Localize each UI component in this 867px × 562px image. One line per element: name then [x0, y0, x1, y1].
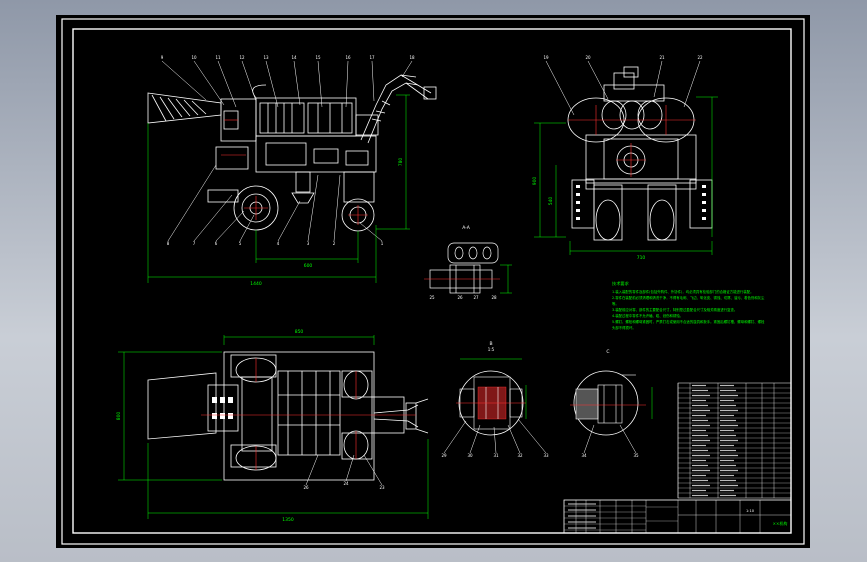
- title-block: ××机构 1:10: [563, 499, 792, 534]
- part-balloon: 34: [581, 453, 587, 458]
- top-view-balloons: 26 24 23: [303, 481, 385, 490]
- part-balloon: 24: [343, 481, 349, 486]
- front-view-centerlines: [568, 105, 696, 177]
- part-balloon: 3: [307, 241, 310, 246]
- side-view-balloons-top: 9 10 11 12 13 14 15 16 17 18: [161, 55, 415, 60]
- notes-title: 技术要求: [612, 280, 630, 287]
- part-balloon: 33: [543, 453, 549, 458]
- part-balloon: 16: [345, 55, 351, 60]
- detail-b-leaders: [443, 418, 547, 454]
- title-block-name: ××机构: [773, 520, 788, 526]
- part-balloon: 5: [239, 241, 242, 246]
- part-balloon: 32: [517, 453, 523, 458]
- note-line: 5.螺钉、螺栓和螺母紧固时，严禁打击或使用不合适的旋具和扳手。紧固后螺钉槽、螺母…: [612, 319, 765, 324]
- part-balloon: 26: [457, 295, 463, 300]
- part-balloon: 18: [409, 55, 415, 60]
- part-balloon: 22: [697, 55, 703, 60]
- dim-side-wheelbase: 600: [304, 263, 313, 269]
- top-view-leaders: [305, 454, 383, 486]
- inner-frame: [72, 28, 792, 534]
- top-view-dim-text: 850 800 1350: [116, 329, 303, 523]
- title-block-scale: 1:10: [746, 509, 755, 513]
- technical-notes: 技术要求 1.装入装配的零件及部件(包括外购件、外协件)，均必须具有检验部门的合格…: [612, 280, 765, 330]
- note-line: 2.零件在装配前必须清理和清洗干净，不得有毛刺、飞边、氧化皮、锈蚀、切屑、油污、…: [612, 295, 765, 300]
- note-line: 等。: [612, 301, 619, 306]
- part-balloon: 27: [473, 295, 479, 300]
- part-balloon: 12: [239, 55, 245, 60]
- part-balloon: 6: [215, 241, 218, 246]
- note-line: 4.装配过程中零件不允许磕、碰、划伤和锈蚀。: [612, 313, 683, 318]
- side-view-dimensions: [147, 94, 410, 283]
- dim-top-length: 1350: [282, 517, 294, 523]
- part-balloon: 30: [467, 453, 473, 458]
- part-balloon: 8: [167, 241, 170, 246]
- part-balloon: 4: [277, 241, 280, 246]
- dim-top-top: 850: [295, 329, 304, 335]
- parts-list-table: [677, 382, 792, 499]
- part-balloon: 1: [381, 241, 384, 246]
- part-balloon: 7: [193, 241, 196, 246]
- note-line: 头部不得损坏。: [612, 325, 636, 330]
- dim-side-height: 780: [398, 158, 404, 167]
- part-balloon: 23: [379, 485, 385, 490]
- top-view-centerlines: [201, 358, 416, 470]
- part-balloon: 15: [315, 55, 321, 60]
- dim-front-height: 900: [532, 177, 538, 186]
- part-balloon: 9: [161, 55, 164, 60]
- side-view-balloons-bottom: 8 7 6 5 4 3 2 1: [167, 241, 384, 246]
- part-balloon: 20: [585, 55, 591, 60]
- detail-b-scale: 1:5: [488, 347, 495, 352]
- front-view-track-teeth: [576, 185, 706, 220]
- note-line: 1.装入装配的零件及部件(包括外购件、外协件)，均必须具有检验部门的合格证方能进…: [612, 289, 754, 294]
- note-line: 3.装配前应对零、部件的主要配合尺寸，特别是过盈配合尺寸及相关精度进行复查。: [612, 307, 737, 312]
- outer-frame: [61, 18, 805, 545]
- top-view-teeth: [212, 397, 233, 419]
- top-view: [147, 351, 429, 481]
- front-view-leaders: [545, 60, 701, 116]
- front-view-dim-text: 900 540 710: [532, 177, 645, 261]
- front-view-balloons: 19 20 21 22: [543, 55, 703, 60]
- detail-b-balloons: 29 30 31 32 33: [441, 453, 549, 458]
- part-balloon: 29: [441, 453, 447, 458]
- dim-front-width: 710: [637, 255, 646, 261]
- detail-c-label: C: [606, 349, 609, 355]
- dim-side-length: 1440: [250, 281, 262, 287]
- part-balloon: 35: [633, 453, 639, 458]
- part-balloon: 26: [303, 485, 309, 490]
- part-balloon: 19: [543, 55, 549, 60]
- side-view-leaders: [161, 60, 413, 242]
- part-balloon: 11: [215, 55, 221, 60]
- top-view-dimensions: [118, 335, 429, 519]
- side-view-centerlines: [221, 119, 368, 225]
- part-balloon: 31: [493, 453, 499, 458]
- front-view: [567, 66, 713, 241]
- detail-c-balloons: 34 35: [581, 453, 639, 458]
- detail-b-label: B: [489, 341, 492, 347]
- detail-c: [570, 370, 646, 436]
- part-balloon: 10: [191, 55, 197, 60]
- side-view: [147, 74, 437, 232]
- part-balloon: 2: [333, 241, 336, 246]
- detail-b-dimensions: [460, 358, 527, 419]
- part-balloon: 28: [491, 295, 497, 300]
- part-balloon: 25: [429, 295, 435, 300]
- part-balloon: 17: [369, 55, 375, 60]
- detail-a: [429, 242, 499, 294]
- part-balloon: 14: [291, 55, 297, 60]
- dim-top-width: 800: [116, 412, 122, 421]
- part-balloon: 21: [659, 55, 665, 60]
- part-balloon: 13: [263, 55, 269, 60]
- detail-a-label: A-A: [462, 225, 471, 231]
- detail-b: [456, 370, 526, 436]
- dim-front-height2: 540: [548, 197, 554, 206]
- detail-a-dimensions: [500, 264, 512, 294]
- front-view-dimensions: [534, 96, 718, 255]
- detail-a-balloons: 25 26 27 28: [429, 295, 497, 300]
- side-view-dim-text: 1440 600 780: [250, 158, 404, 287]
- detail-c-leaders: [583, 424, 637, 454]
